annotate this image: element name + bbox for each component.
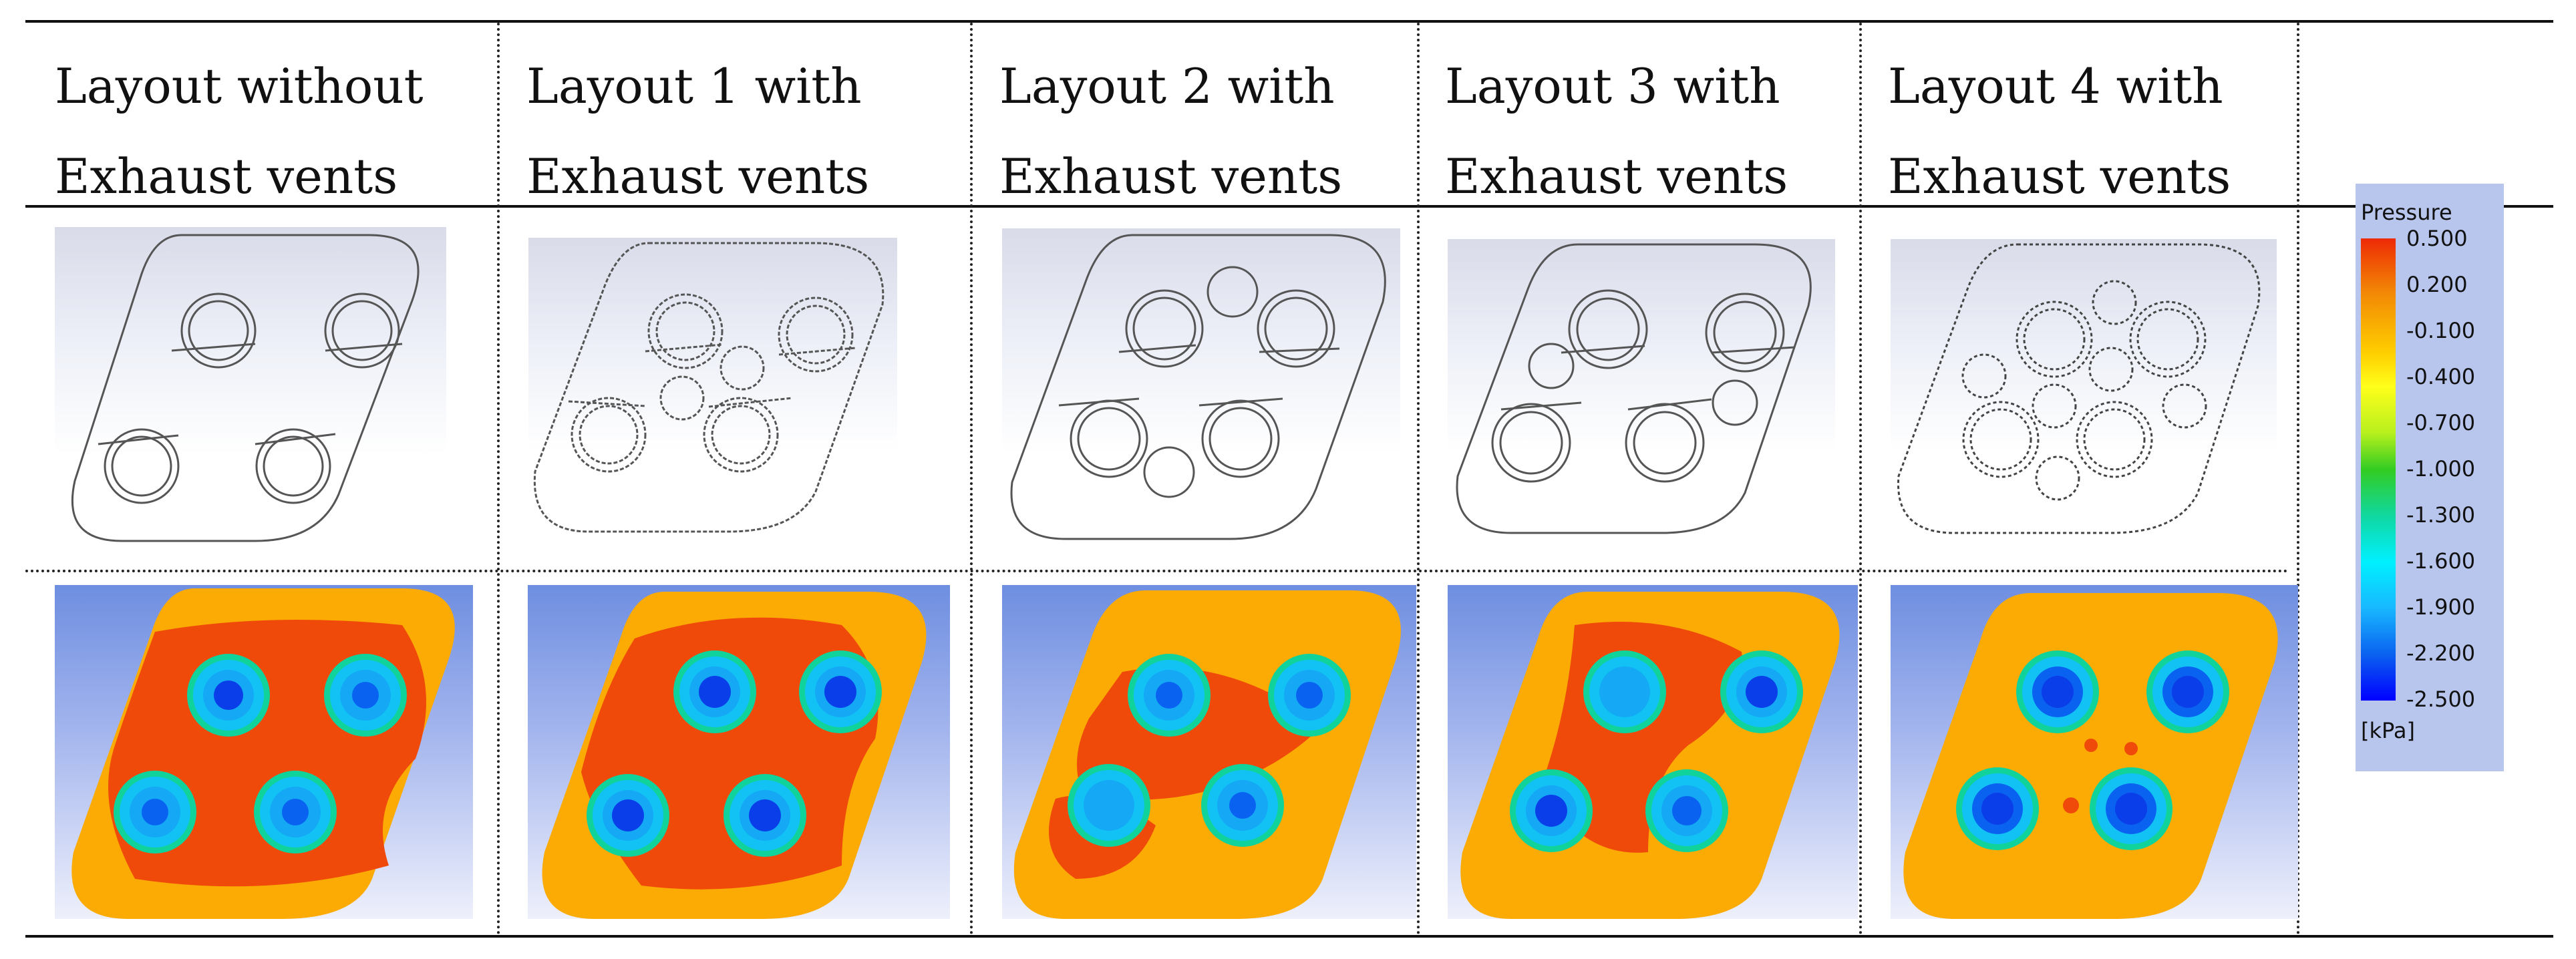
legend-title: Pressure [2361,200,2452,225]
pressure-contour-layout-3 [1448,585,1858,919]
legend-tick: -2.500 [2406,687,2476,712]
legend-color-bar [2361,238,2396,701]
column-divider [1859,23,1862,935]
cad-drawing-layout-0 [55,227,446,544]
cad-drawing-layout-4 [1891,239,2277,534]
header-divider [25,205,2553,208]
column-divider [497,23,500,935]
legend-tick: -0.400 [2406,364,2476,389]
legend-unit: [kPa] [2361,718,2415,743]
row-divider [25,570,2289,572]
pressure-contour-layout-2 [1002,585,1416,919]
legend-tick: -1.000 [2406,456,2476,482]
pressure-legend: Pressure 0.500 0.200 -0.100 -0.400 -0.70… [2356,184,2504,771]
legend-tick: -1.300 [2406,502,2476,528]
legend-tick: -1.900 [2406,594,2476,620]
pressure-contour-layout-0 [55,585,473,919]
column-divider [1417,23,1420,935]
legend-tick: 0.200 [2406,272,2468,297]
pressure-contour-layout-4 [1891,585,2298,919]
legend-tick: -0.100 [2406,318,2476,343]
pressure-contour-layout-1 [528,585,950,919]
column-divider [970,23,973,935]
legend-tick: -2.200 [2406,640,2476,666]
cad-drawing-layout-1 [528,238,897,534]
legend-tick: -1.600 [2406,548,2476,574]
legend-tick: -0.700 [2406,410,2476,435]
legend-tick: 0.500 [2406,226,2468,251]
column-divider [2297,23,2299,935]
cad-drawing-layout-3 [1448,239,1835,534]
cad-drawing-layout-2 [1002,228,1400,542]
